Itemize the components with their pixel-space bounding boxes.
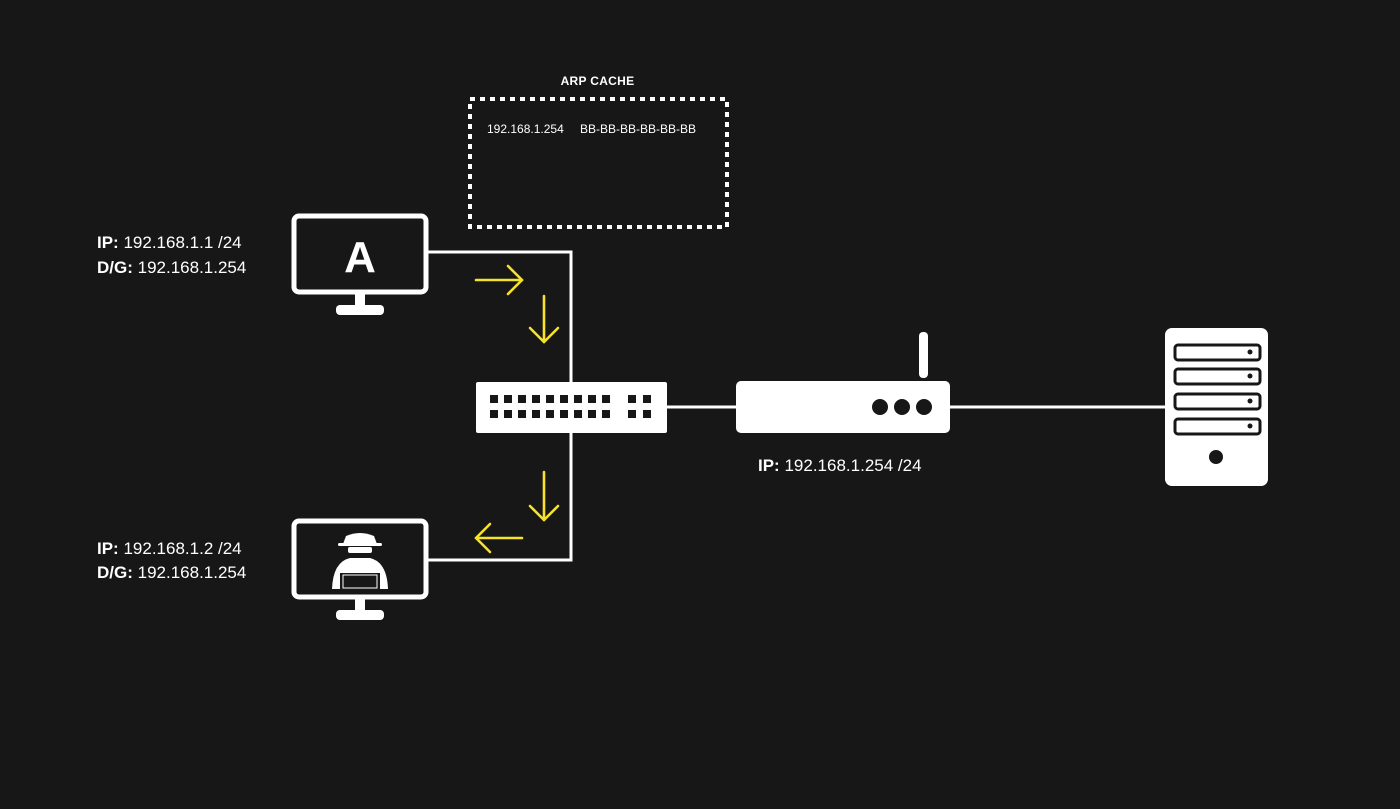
switch-icon — [476, 382, 667, 433]
router-icon — [736, 332, 950, 433]
arrow-down-icon — [528, 294, 560, 344]
attacker-dg-key: D/G: — [97, 563, 133, 582]
arp-entry-ip: 192.168.1.254 — [487, 122, 564, 136]
arp-cache-box — [468, 97, 729, 229]
router-ip-value: 192.168.1.254 /24 — [784, 456, 922, 475]
attacker-monitor-icon — [291, 518, 429, 620]
router-ip-key: IP: — [758, 456, 780, 475]
arp-entry-mac: BB-BB-BB-BB-BB-BB — [580, 122, 697, 136]
link-switch-attacker — [428, 432, 573, 562]
server-icon — [1165, 328, 1268, 486]
host-a-monitor-icon: A — [291, 213, 429, 315]
host-a-dg-value: 192.168.1.254 — [137, 258, 247, 277]
host-a-dg-key: D/G: — [97, 258, 133, 277]
attacker-dg-label: D/G: 192.168.1.254 — [97, 560, 246, 585]
arrow-down-icon — [528, 470, 560, 522]
connection-lines — [428, 250, 1167, 562]
attacker-ip-key: IP: — [97, 539, 119, 558]
router-ip-label: IP: 192.168.1.254 /24 — [758, 453, 922, 478]
arp-cache-title: ARP CACHE — [560, 74, 635, 88]
host-a-ip-value: 192.168.1.1 /24 — [123, 233, 242, 252]
link-host-a-switch — [428, 250, 573, 383]
attacker-dg-value: 192.168.1.254 — [137, 563, 247, 582]
attacker-ip-value: 192.168.1.2 /24 — [123, 539, 242, 558]
attacker-ip-label: IP: 192.168.1.2 /24 — [97, 536, 242, 561]
host-a-ip-label: IP: 192.168.1.1 /24 — [97, 230, 242, 255]
arrow-left-icon — [474, 522, 524, 554]
host-a-ip-key: IP: — [97, 233, 119, 252]
arrow-right-icon — [474, 264, 524, 296]
host-a-dg-label: D/G: 192.168.1.254 — [97, 255, 246, 280]
host-a-letter: A — [344, 233, 376, 282]
arrows — [474, 264, 560, 554]
